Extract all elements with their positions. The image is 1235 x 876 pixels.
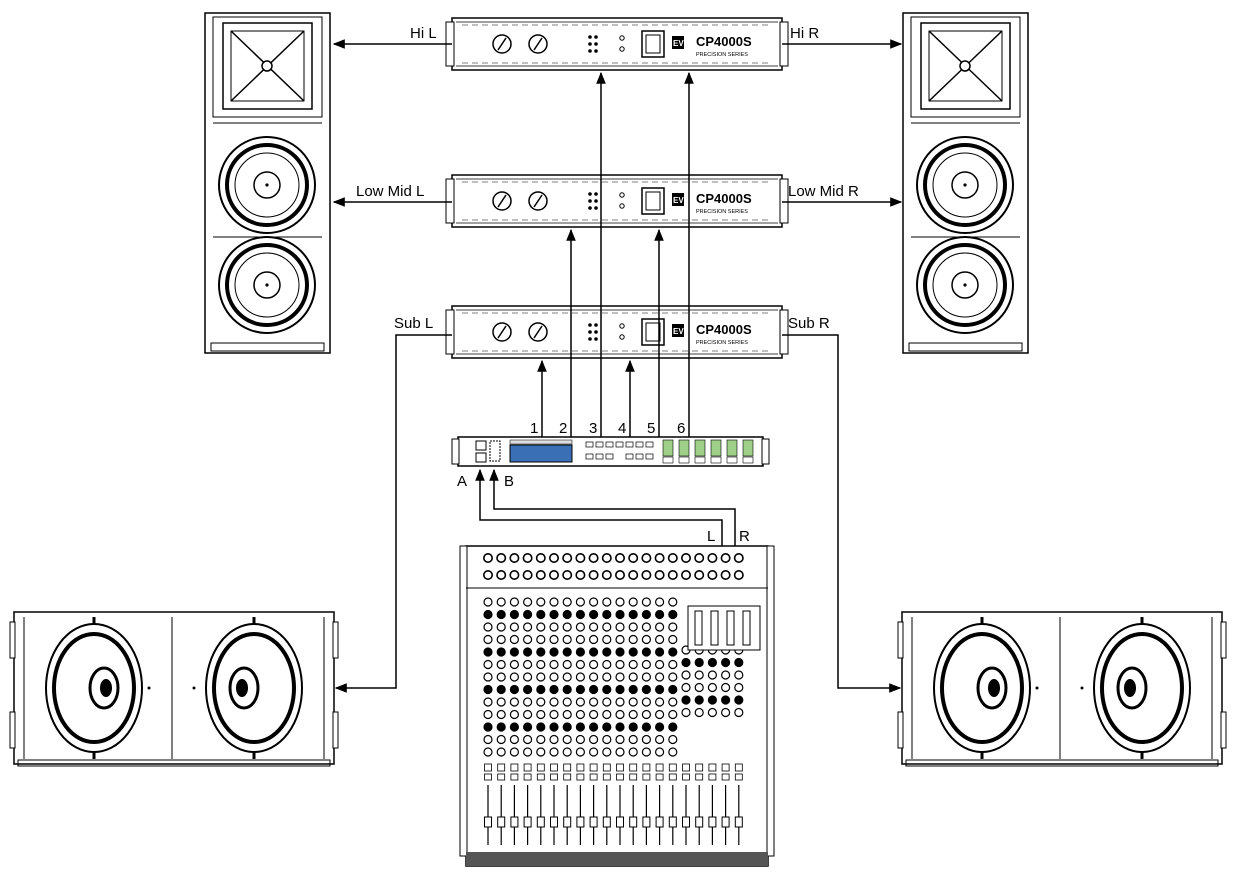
amplifier-lowmid-brand: EV: [673, 196, 684, 205]
sub-right-feed: [782, 334, 902, 693]
mixer-master-section: [687, 605, 761, 651]
label-lowmid-left: Low Mid L: [356, 183, 424, 200]
subwoofer-right: [896, 610, 1228, 768]
output-4-label: 4: [618, 420, 626, 437]
amplifier-hi-model: CP4000S: [696, 34, 752, 49]
label-sub-left: Sub L: [394, 315, 433, 332]
amplifier-hi-brand: EV: [673, 39, 684, 48]
sub-left-feed: [334, 334, 452, 693]
top-speaker-left: [203, 11, 332, 355]
processor-display: [509, 444, 573, 463]
output-2-label: 2: [559, 420, 567, 437]
label-sub-right: Sub R: [788, 315, 830, 332]
mixer-left-to-input-a: [475, 468, 723, 553]
amplifier-lowmid-series: PRECISION SERIES: [696, 209, 748, 215]
mixing-console: [459, 545, 775, 867]
label-hi-left: Hi L: [410, 25, 437, 42]
input-b-label: B: [504, 473, 514, 490]
mixer-output-l-label: L: [707, 528, 715, 545]
amplifier-lowmid: CP4000S PRECISION SERIES EV: [445, 174, 789, 228]
output-1-label: 1: [530, 420, 538, 437]
mixer-output-r-label: R: [739, 528, 750, 545]
top-speaker-right: [901, 11, 1030, 355]
label-hi-right: Hi R: [790, 25, 819, 42]
speaker-processor: [451, 436, 770, 467]
amplifier-lowmid-model: CP4000S: [696, 191, 752, 206]
amplifier-sub-model: CP4000S: [696, 322, 752, 337]
amplifier-hi-series: PRECISION SERIES: [696, 52, 748, 58]
amplifier-sub-series: PRECISION SERIES: [696, 340, 748, 346]
output-3-label: 3: [589, 420, 597, 437]
amplifier-sub: CP4000S PRECISION SERIES EV: [445, 305, 789, 359]
input-a-label: A: [457, 473, 467, 490]
mixer-right-to-input-b: [489, 468, 736, 553]
subwoofer-left: [8, 610, 340, 768]
amplifier-hi: CP4000S PRECISION SERIES EV: [445, 17, 789, 71]
output-5-label: 5: [647, 420, 655, 437]
label-lowmid-right: Low Mid R: [788, 183, 859, 200]
amplifier-sub-brand: EV: [673, 327, 684, 336]
output-6-label: 6: [677, 420, 685, 437]
